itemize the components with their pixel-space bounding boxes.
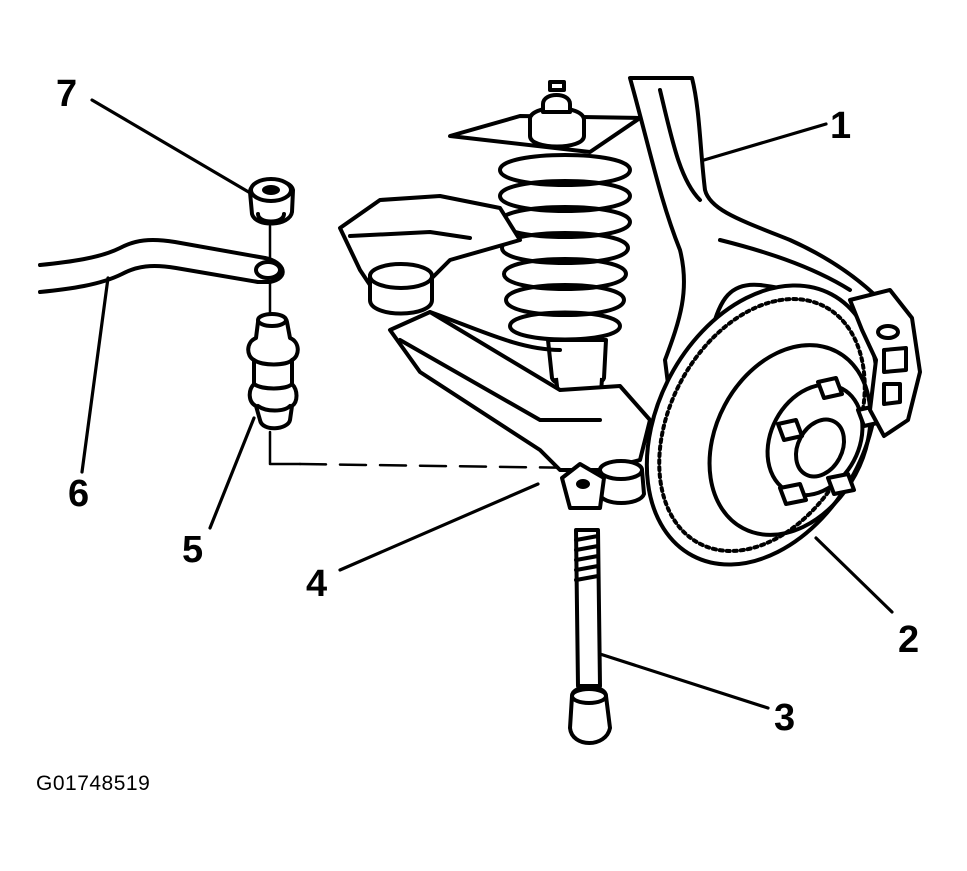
figure-id: G01748519: [36, 772, 151, 795]
link-spacer: [246, 312, 300, 431]
link-bolt: [568, 528, 612, 745]
callout-4: 4: [306, 563, 327, 605]
leader-line-2: [814, 536, 894, 614]
callout-2: 2: [898, 619, 919, 661]
callout-3: 3: [774, 697, 795, 739]
lower-control-arm: [338, 194, 652, 510]
assembly-centerline-dashed: [298, 462, 582, 470]
leader-line-1: [702, 122, 828, 162]
leader-line-4: [338, 482, 540, 572]
upper-link-insulator: [248, 177, 295, 226]
callout-5: 5: [182, 529, 203, 571]
assembly-centerline-lower: [268, 430, 302, 466]
leader-line-7: [90, 98, 254, 196]
leader-line-6: [80, 276, 110, 474]
brake-rotor: [644, 283, 922, 567]
callout-7: 7: [56, 73, 77, 115]
leader-lines: [80, 98, 894, 710]
leader-line-3: [598, 652, 770, 710]
callout-6: 6: [68, 473, 89, 515]
stabilizer-bar: [38, 238, 285, 294]
leader-line-5: [208, 416, 256, 530]
callout-1: 1: [830, 105, 851, 147]
